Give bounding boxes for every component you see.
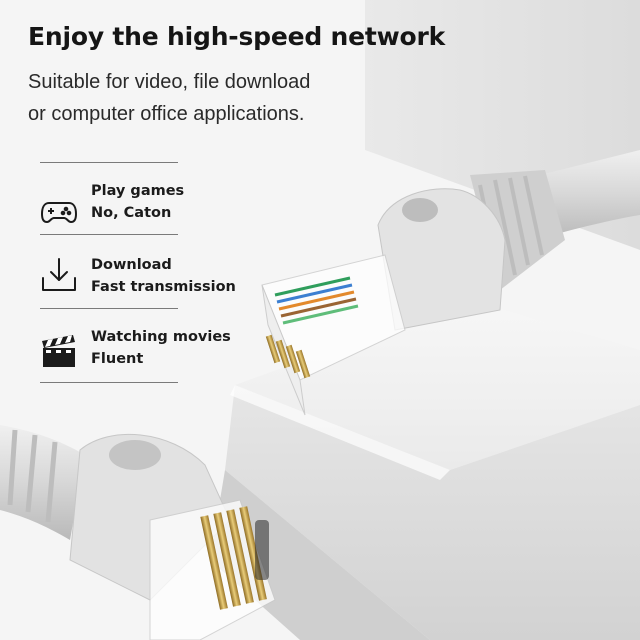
subtitle-line-2: or computer office applications. bbox=[28, 103, 305, 125]
feature-detail: Fast transmission bbox=[91, 279, 236, 295]
download-icon bbox=[40, 256, 78, 294]
feature-watching-movies: Watching movies Fluent bbox=[40, 320, 240, 380]
divider bbox=[40, 162, 178, 163]
clapperboard-icon bbox=[40, 332, 78, 370]
divider bbox=[40, 382, 178, 383]
feature-play-games: Play games No, Caton bbox=[40, 174, 240, 234]
feature-detail: No, Caton bbox=[91, 205, 172, 221]
gamepad-icon bbox=[40, 192, 78, 230]
feature-title: Watching movies bbox=[91, 329, 231, 345]
feature-title: Play games bbox=[91, 183, 185, 199]
headline: Enjoy the high-speed network bbox=[28, 22, 446, 51]
pedestal bbox=[210, 300, 640, 640]
bottom-connector bbox=[0, 425, 276, 640]
divider bbox=[40, 234, 178, 235]
divider bbox=[40, 308, 178, 309]
feature-detail: Fluent bbox=[91, 351, 144, 367]
subtitle: Suitable for video, file download or com… bbox=[28, 66, 358, 130]
feature-download: Download Fast transmission bbox=[40, 248, 240, 308]
top-connector bbox=[261, 150, 640, 416]
feature-title: Download bbox=[91, 257, 172, 273]
subtitle-line-1: Suitable for video, file download bbox=[28, 71, 311, 93]
